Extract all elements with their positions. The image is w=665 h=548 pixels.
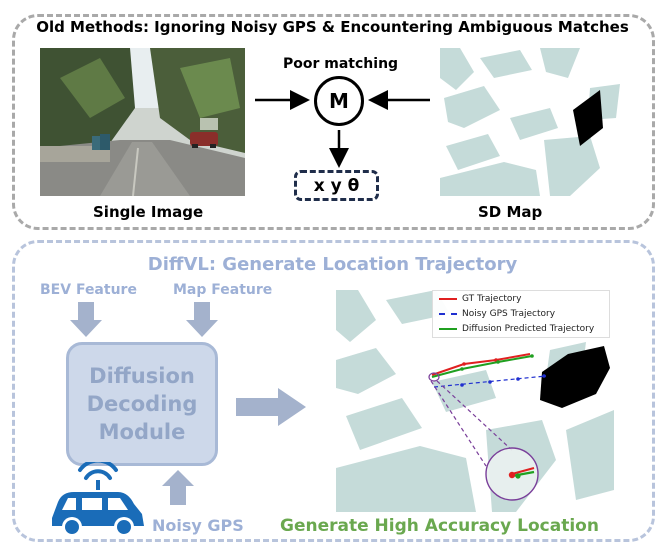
legend-label-gt: GT Trajectory	[462, 294, 522, 304]
legend-item-noisy: Noisy GPS Trajectory	[433, 309, 555, 319]
old-methods-title: Old Methods: Ignoring Noisy GPS & Encoun…	[36, 18, 629, 36]
legend-swatch-gt	[439, 298, 457, 300]
module-line-2: Decoding	[86, 392, 198, 416]
legend-swatch-diffusion	[439, 328, 457, 330]
poor-matching-label: Poor matching	[283, 56, 399, 72]
single-image-label: Single Image	[93, 203, 204, 221]
sd-map-image	[440, 48, 645, 196]
legend-label-noisy: Noisy GPS Trajectory	[462, 309, 556, 319]
noisy-gps-label: Noisy GPS	[152, 516, 244, 535]
matcher-circle: M	[314, 76, 364, 126]
old-methods-panel	[12, 14, 655, 230]
bev-feature-label: BEV Feature	[40, 282, 137, 298]
legend-item-gt: GT Trajectory	[433, 294, 521, 304]
matcher-label: M	[329, 89, 349, 113]
pose-output-box: x y θ	[294, 170, 379, 201]
generate-output-label: Generate High Accuracy Location	[280, 516, 599, 536]
map-feature-arrow	[186, 302, 218, 337]
bev-arrow	[70, 302, 102, 337]
map-feature-label: Map Feature	[173, 282, 273, 298]
legend-label-diffusion: Diffusion Predicted Trajectory	[462, 324, 595, 334]
diffusion-decoding-module: Diffusion Decoding Module	[66, 342, 218, 466]
sd-map-label: SD Map	[478, 203, 543, 221]
module-line-1: Diffusion	[89, 364, 195, 388]
diffvl-panel	[12, 240, 655, 542]
gps-to-module-arrow	[162, 470, 194, 505]
car-gps-icon	[52, 462, 144, 537]
trajectory-legend: GT Trajectory Noisy GPS Trajectory Diffu…	[432, 290, 610, 338]
legend-swatch-noisy	[439, 313, 457, 315]
pose-output-label: x y θ	[313, 175, 360, 196]
street-image	[40, 48, 245, 196]
module-line-3: Module	[98, 420, 186, 444]
legend-item-diffusion: Diffusion Predicted Trajectory	[433, 324, 594, 334]
module-to-output-arrow	[236, 388, 306, 426]
diffvl-title: DiffVL: Generate Location Trajectory	[147, 254, 518, 275]
